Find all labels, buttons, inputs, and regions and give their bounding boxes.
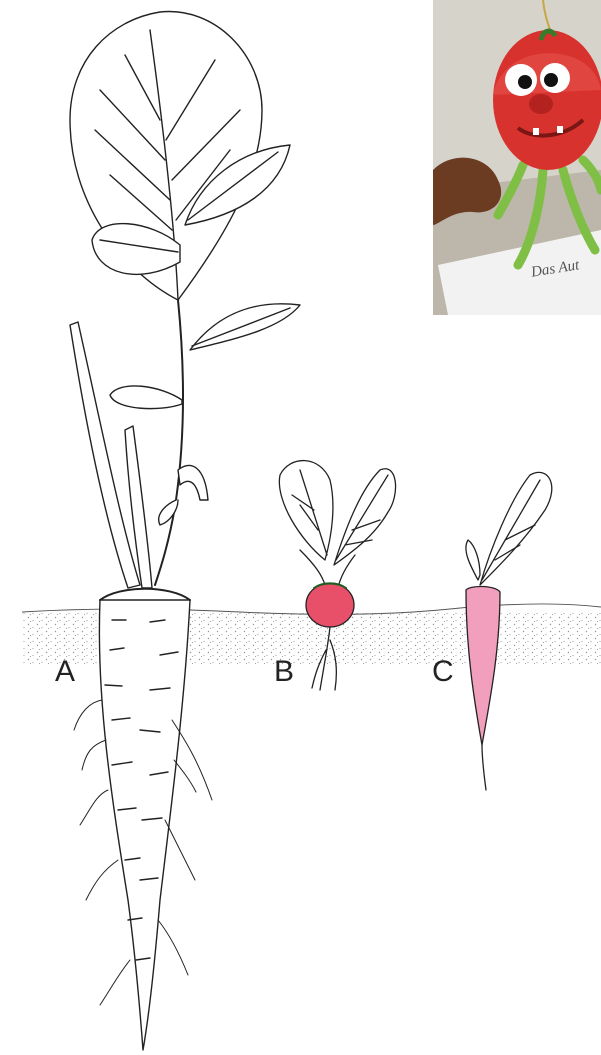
long-radish-root (466, 586, 500, 745)
round-radish-right-leaf (334, 469, 396, 565)
round-radish-left-leaf (279, 461, 333, 560)
label-b: B (274, 657, 294, 687)
label-a: A (55, 657, 75, 687)
parsnip-illustration (70, 12, 300, 1050)
long-radish-leaf (480, 472, 552, 585)
parsnip-root (99, 600, 190, 1050)
clay-radish-figure-photo: Das Aut (433, 0, 601, 315)
round-radish-bulb (306, 583, 354, 627)
label-c: C (432, 657, 454, 687)
